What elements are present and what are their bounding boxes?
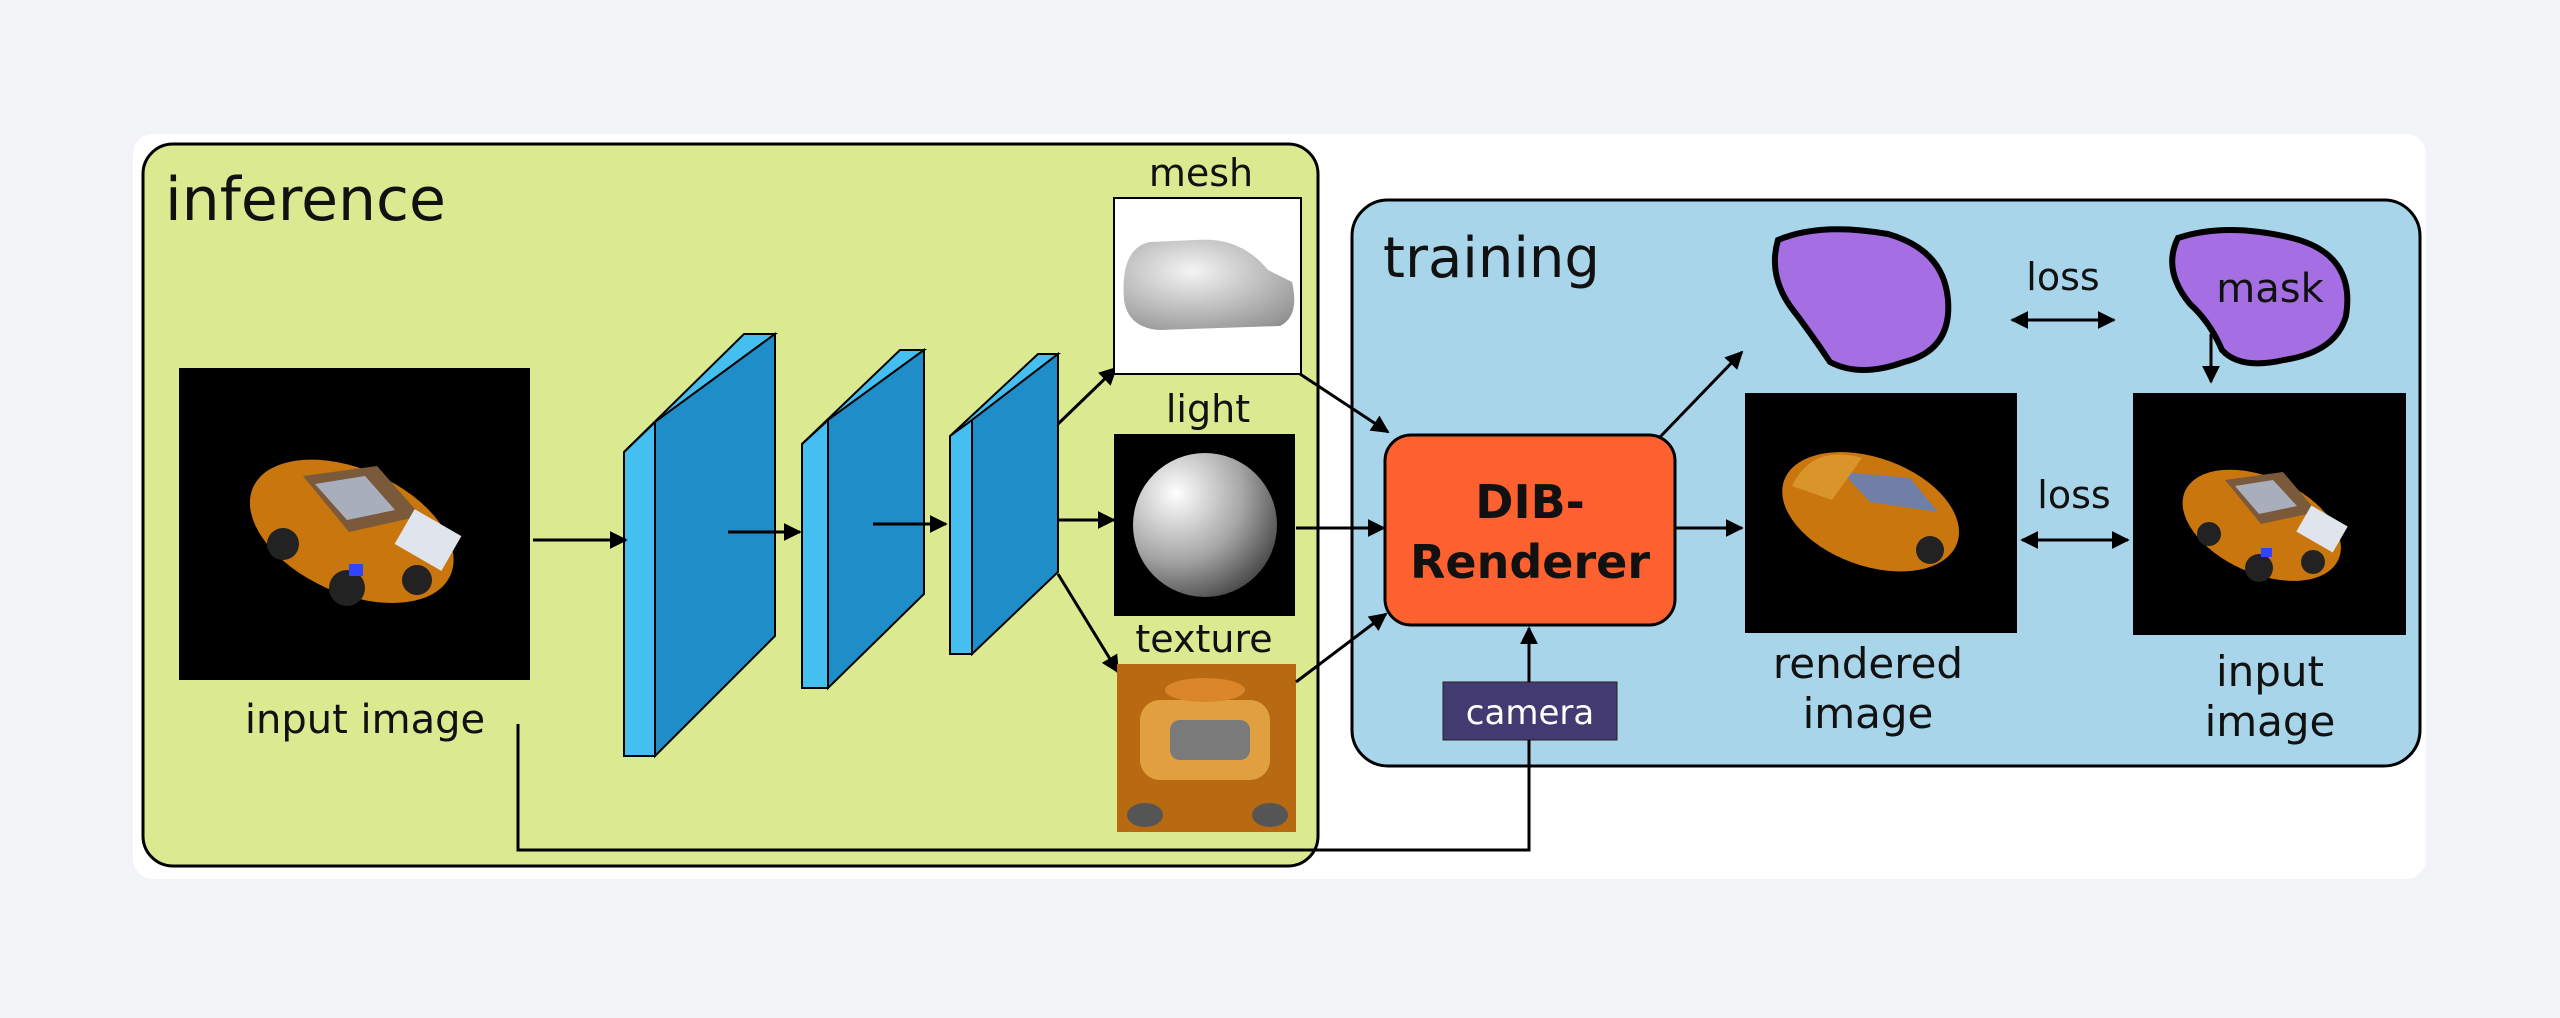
cnn-layer-3 — [949, 351, 1061, 657]
texture-label: texture — [1135, 617, 1272, 661]
rendered-image-caption-1: rendered — [1773, 639, 1963, 688]
renderer-output-arrows — [1658, 350, 1744, 537]
renderer-input-arrows — [1295, 372, 1390, 684]
loss-label-mid: loss — [2037, 473, 2110, 517]
renderer-label-line1: DIB- — [1475, 475, 1584, 529]
training-input-image-thumbnail — [2133, 393, 2406, 635]
texture-thumbnail — [1117, 664, 1296, 832]
training-input-caption-1: input — [2216, 647, 2324, 696]
input-image-thumbnail — [179, 368, 530, 680]
loss-label-top: loss — [2026, 255, 2099, 299]
cnn-layer-2 — [801, 348, 928, 691]
mask-shape — [2169, 227, 2351, 367]
light-thumbnail — [1114, 434, 1295, 616]
training-input-caption-2: image — [2205, 697, 2336, 746]
mesh-thumbnail — [1113, 197, 1302, 375]
mesh-label: mesh — [1149, 151, 1253, 195]
rendered-image-thumbnail — [1745, 393, 2017, 633]
training-title: training — [1383, 226, 1600, 291]
camera-arrows — [516, 626, 1538, 852]
dib-renderer-box: DIB- Renderer — [1383, 433, 1677, 627]
mask-label: mask — [2216, 266, 2324, 312]
rendered-mask-shape — [1771, 226, 1952, 373]
input-image-caption: input image — [245, 697, 485, 743]
camera-box: camera — [1442, 681, 1618, 741]
rendered-image-caption-2: image — [1803, 689, 1934, 738]
renderer-label-line2: Renderer — [1410, 535, 1650, 589]
light-label: light — [1166, 387, 1250, 431]
inference-arrows — [533, 366, 1120, 674]
camera-label: camera — [1466, 693, 1594, 733]
cnn-layer-1 — [623, 332, 779, 759]
inference-title: inference — [165, 165, 446, 235]
